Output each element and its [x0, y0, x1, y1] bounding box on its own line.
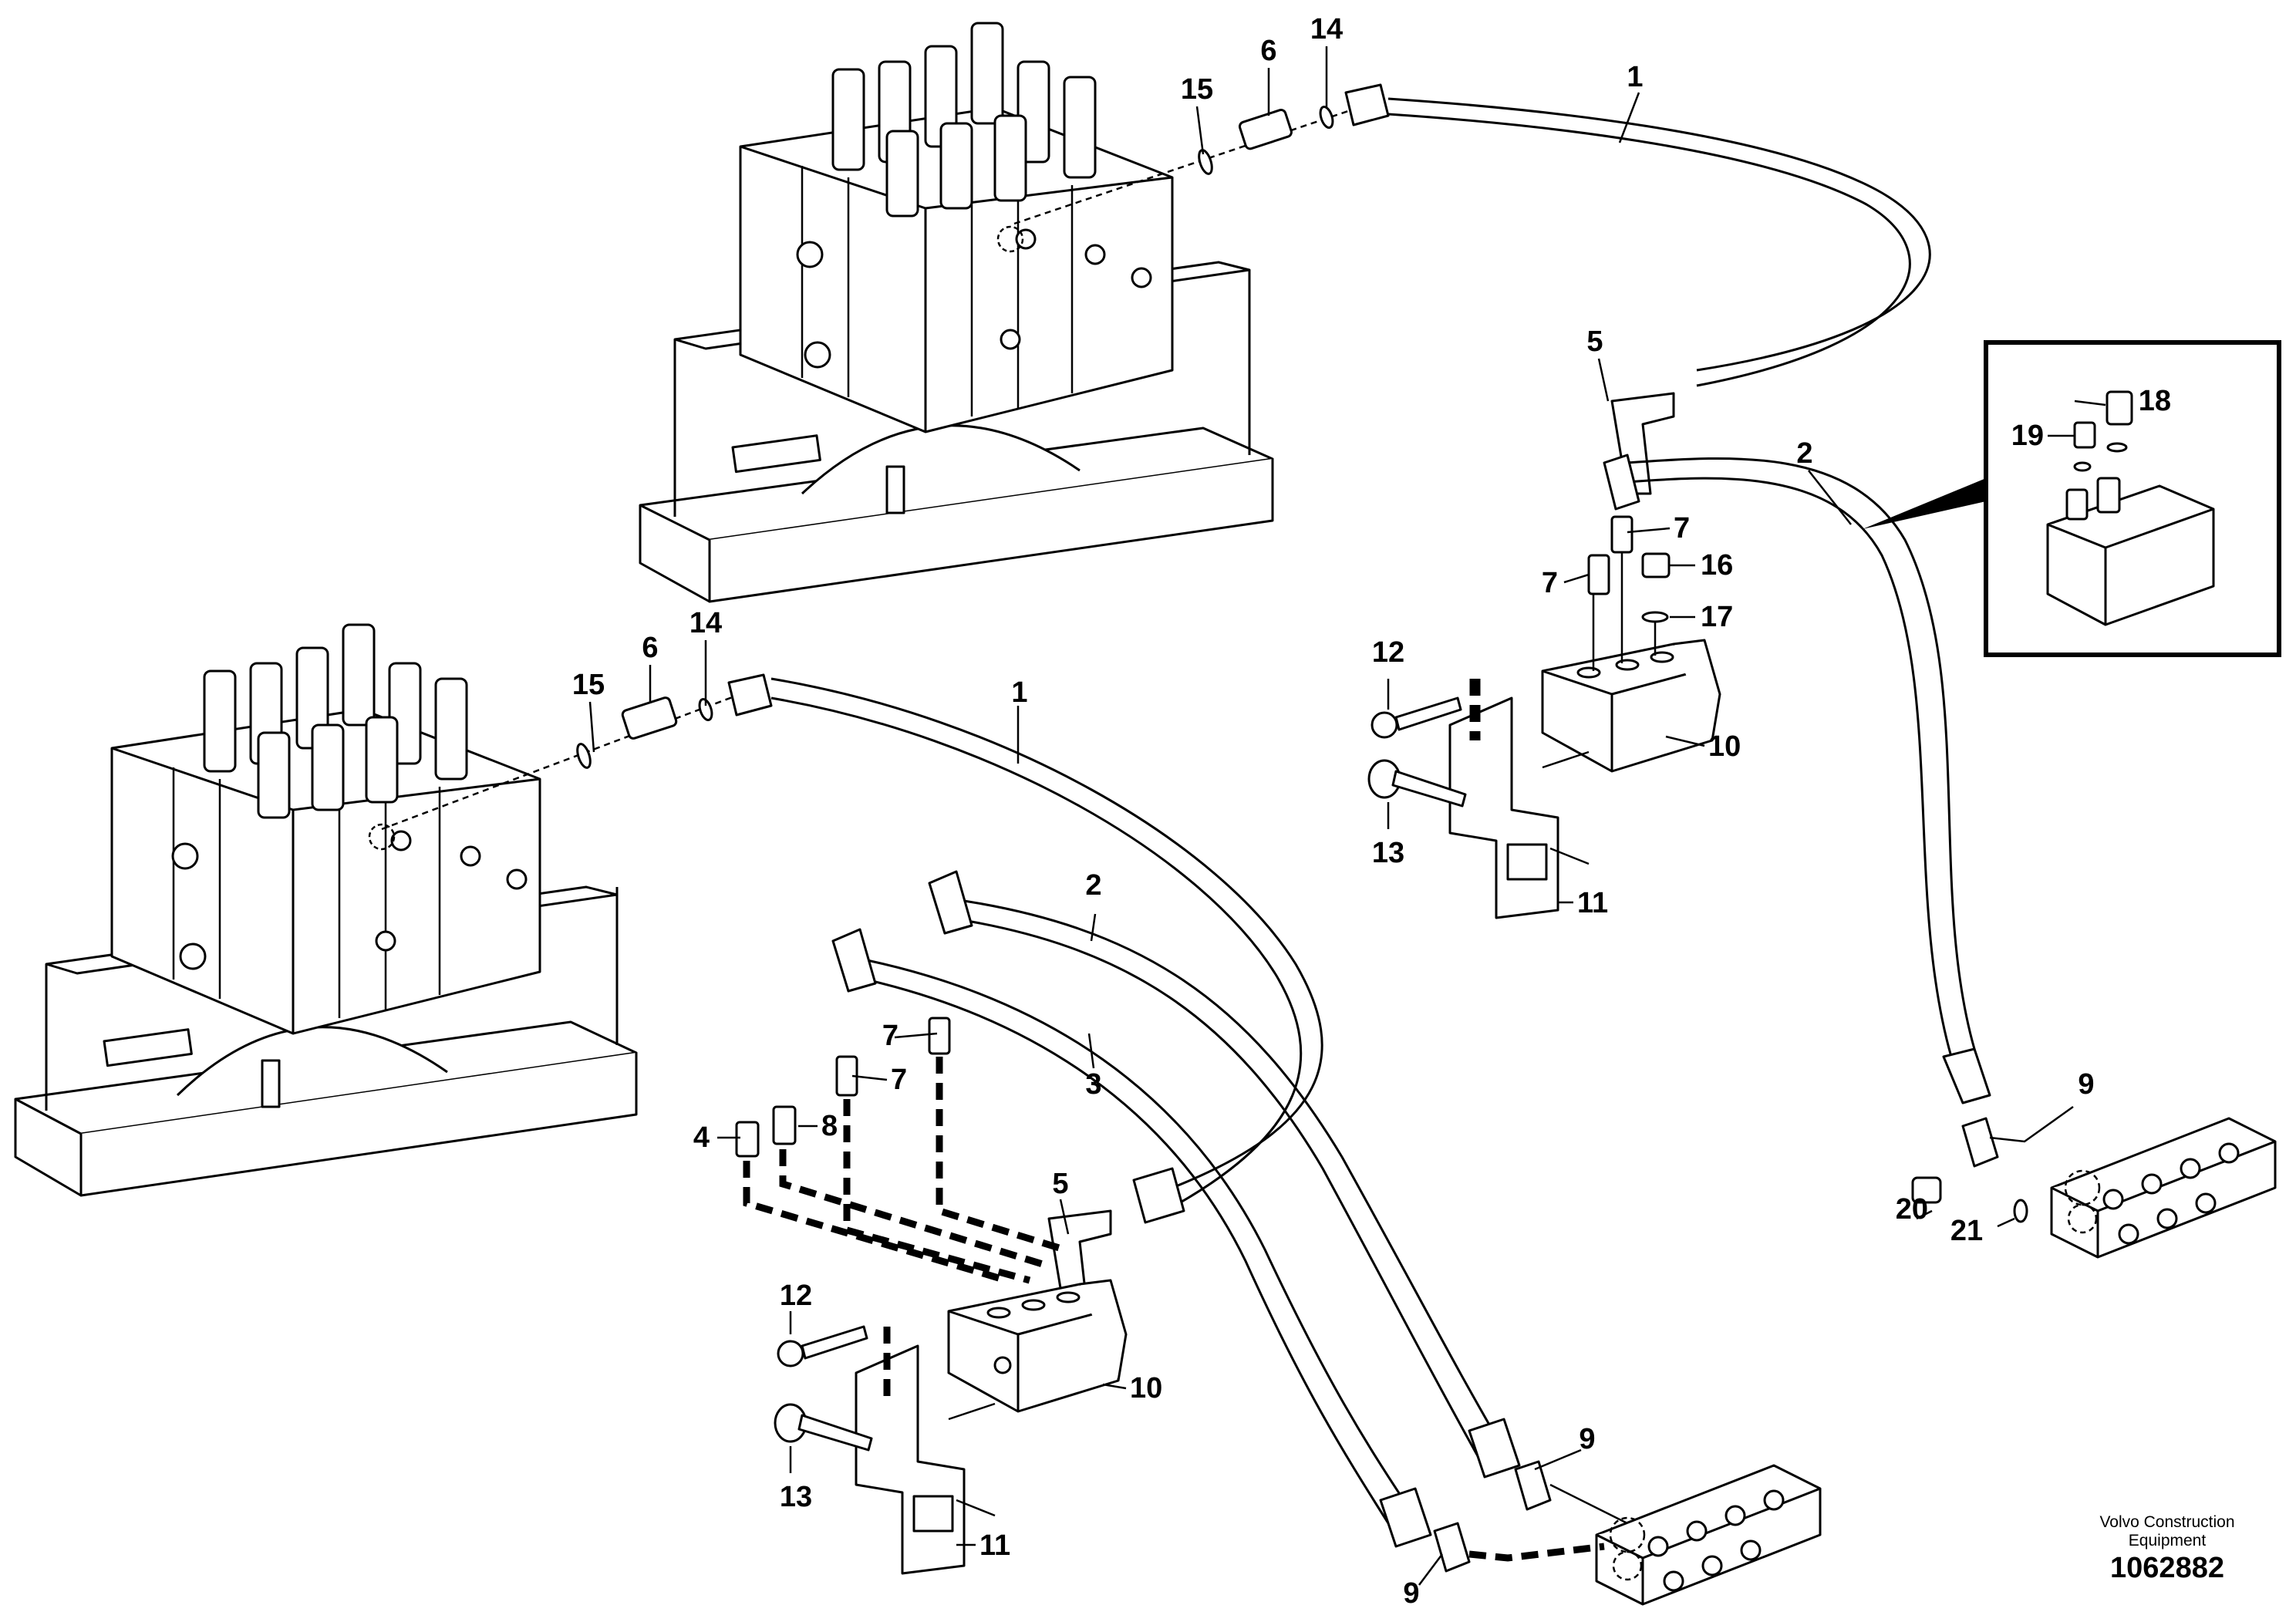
- o-ring-21: [2013, 1199, 2028, 1223]
- callout-13-lower: 13: [780, 1481, 812, 1513]
- callout-12-lower: 12: [780, 1280, 812, 1312]
- plug-16: [1641, 552, 1671, 578]
- drawing-number: 1062882: [2110, 1552, 2224, 1584]
- callout-7-upper-a: 7: [1674, 512, 1690, 545]
- adapter-4: [735, 1121, 760, 1158]
- bolt-12-upper: [1371, 696, 1462, 739]
- plug-20: [1911, 1176, 1942, 1204]
- callout-20: 20: [1896, 1193, 1928, 1226]
- hose-1-upper: [1387, 97, 1931, 372]
- callout-14-upper: 14: [1310, 13, 1343, 46]
- o-ring-15-upper: [1198, 149, 1213, 175]
- callout-9-lower-b: 9: [1403, 1577, 1419, 1610]
- bolt-13-lower: [774, 1403, 873, 1452]
- upper-assembly: [639, 22, 2281, 1259]
- callout-2-lower: 2: [1085, 869, 1101, 902]
- adapter-7-lower-a: [928, 1017, 951, 1055]
- callout-6-upper: 6: [1260, 35, 1276, 67]
- callout-1-upper: 1: [1627, 61, 1643, 93]
- distribution-block-10-lower: [947, 1279, 1128, 1413]
- hose-fitting-lower: [727, 673, 773, 717]
- hose-2-lower: [948, 897, 1505, 1451]
- hose-2-upper-end: [1942, 1047, 1991, 1104]
- callout-9-right: 9: [2078, 1068, 2094, 1101]
- callout-17: 17: [1701, 601, 1733, 633]
- valve-solenoids-upper: [831, 22, 1097, 218]
- check-valve-line-lower: [381, 673, 773, 831]
- manifold-block-right: [2050, 1117, 2277, 1259]
- bracket-11-upper: [1448, 679, 1559, 919]
- bracket-11-lower: [855, 1327, 966, 1575]
- callout-6-lower: 6: [642, 632, 658, 664]
- o-ring-17: [1641, 611, 1669, 623]
- callout-13-upper: 13: [1372, 837, 1404, 869]
- callout-10-lower: 10: [1130, 1372, 1162, 1404]
- callout-18: 18: [2139, 385, 2171, 417]
- check-valve-6-upper: [1238, 109, 1293, 150]
- callout-14-lower: 14: [689, 607, 722, 639]
- cap-19: [2073, 421, 2096, 449]
- callout-16: 16: [1701, 549, 1733, 582]
- callout-8: 8: [821, 1110, 838, 1142]
- publisher-block: Volvo Construction Equipment 1062882: [2067, 1513, 2267, 1586]
- callout-11-upper: 11: [1577, 887, 1608, 919]
- callout-15-lower: 15: [572, 669, 605, 701]
- callout-7-lower-b: 7: [891, 1064, 907, 1096]
- callout-19: 19: [2011, 420, 2044, 452]
- bolt-12-lower: [777, 1325, 868, 1367]
- o-ring-14-lower: [698, 698, 713, 721]
- hose-1-lower: [770, 677, 1323, 1189]
- valve-solenoids-lower: [203, 623, 468, 819]
- callout-3: 3: [1085, 1068, 1101, 1101]
- o-ring-14-upper: [1319, 106, 1334, 129]
- hose-fitting-upper: [1344, 83, 1390, 126]
- brand-line-2: Equipment: [2128, 1532, 2207, 1549]
- detail-inset: [1863, 340, 2281, 657]
- lower-assembly: [14, 623, 1822, 1606]
- callout-labels: 1 1 2 2 3 4 5 5 6 6 7 7 7 7 8 9 9 9 10 1…: [572, 13, 2171, 1610]
- adapter-7-upper-a: [1610, 515, 1633, 554]
- callout-10-upper: 10: [1708, 730, 1741, 763]
- elbow-9-lower-a: [1514, 1460, 1552, 1511]
- callout-7-lower-a: 7: [882, 1020, 899, 1052]
- callout-5-upper: 5: [1586, 325, 1603, 358]
- hose-2-upper: [1627, 457, 1976, 1050]
- callout-12-upper: 12: [1372, 636, 1404, 669]
- control-valve-block-upper: [739, 22, 1174, 433]
- adapter-7-upper-b: [1587, 554, 1610, 595]
- manifold-block-lower: [1595, 1464, 1822, 1606]
- brand-line-1: Volvo Construction: [2099, 1513, 2235, 1531]
- adapter-8: [772, 1105, 797, 1145]
- callout-2-upper: 2: [1796, 437, 1812, 470]
- callout-21: 21: [1950, 1215, 1983, 1247]
- check-valve-line-upper: [1013, 83, 1390, 225]
- connection-lines-lower: [743, 1057, 1066, 1284]
- leader-lines: [588, 46, 2106, 1586]
- callout-7-upper-b: 7: [1542, 567, 1558, 599]
- callout-1-lower: 1: [1011, 676, 1027, 709]
- callout-5-lower: 5: [1052, 1168, 1068, 1200]
- callout-15-upper: 15: [1181, 73, 1213, 106]
- o-ring-15-lower: [576, 743, 592, 769]
- elbow-9-right: [1961, 1117, 1999, 1168]
- bolt-13-upper: [1367, 759, 1467, 808]
- distribution-block-10-upper: [1541, 639, 1721, 773]
- cap-18: [2106, 390, 2133, 426]
- elbow-9-lower-b: [1433, 1522, 1471, 1573]
- hose-3-lower: [848, 955, 1413, 1512]
- control-valve-block-lower: [110, 623, 541, 1035]
- callout-9-lower-a: 9: [1579, 1423, 1595, 1455]
- callout-11-lower: 11: [979, 1529, 1010, 1562]
- callout-4: 4: [693, 1121, 710, 1154]
- check-valve-6-lower: [621, 696, 678, 740]
